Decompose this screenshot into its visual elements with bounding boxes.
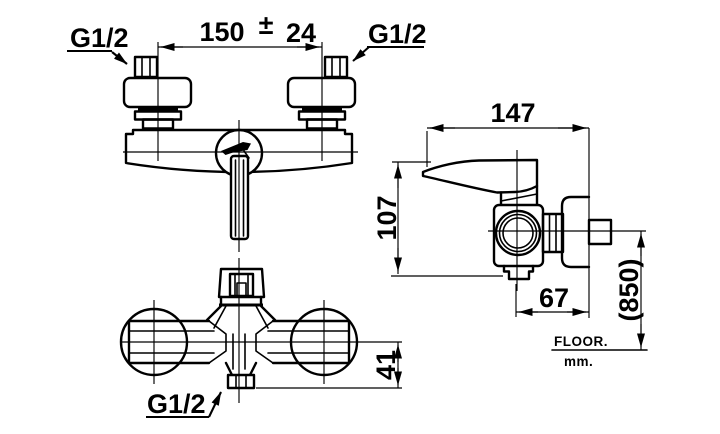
hex-nut-right <box>323 55 349 79</box>
wall-pipe <box>587 218 613 246</box>
cap-notch <box>236 282 247 297</box>
flare-edge-inner <box>255 305 269 329</box>
dimension-depth-147: 147 <box>426 98 589 167</box>
dim-width-sign: ± <box>259 10 274 40</box>
label-outlet: G1/2 <box>146 389 222 419</box>
dimension-outlet-41: 41 <box>256 342 402 389</box>
dim-width-tolerance: 24 <box>286 18 316 48</box>
bottom-view: 41 G1/2 <box>119 258 402 419</box>
dim-height-value: 107 <box>372 195 402 240</box>
bottom-center-lines <box>122 258 402 403</box>
dim-depth-value: 147 <box>490 98 535 128</box>
leader-arrow <box>208 391 222 418</box>
side-center-lines <box>488 128 646 318</box>
front-view: 150 ± 24 G1/2 G1/2 <box>67 10 427 252</box>
g12-label-bottom: G1/2 <box>147 389 206 419</box>
floor-label: FLOOR. <box>554 334 608 349</box>
side-body-outline <box>421 158 613 281</box>
bottom-body-outline <box>119 267 359 390</box>
union-nut-side <box>541 212 565 254</box>
dimension-outlet-67: 67 <box>515 283 589 317</box>
flare-edge <box>259 304 277 322</box>
g12-label-left: G1/2 <box>70 23 129 53</box>
flare-edge <box>205 304 223 322</box>
lever-handle-side <box>421 158 539 194</box>
neck-slant-line <box>500 193 538 202</box>
escutcheon-side <box>560 195 591 269</box>
dim-outlet-height-value: 41 <box>371 350 401 380</box>
side-view: 147 107 67 (850) FLOOR. mm. <box>372 98 648 369</box>
g12-label-right: G1/2 <box>368 19 427 49</box>
outlet-flare <box>224 361 234 377</box>
flare-edge-inner <box>213 305 227 329</box>
dim-outlet-offset-value: 67 <box>539 283 569 313</box>
hex-nut-left <box>133 55 159 79</box>
leader-arrow <box>111 51 128 65</box>
outlet-foot <box>502 264 535 281</box>
leader-arrow <box>352 46 370 62</box>
dim-width-value: 150 <box>199 17 244 47</box>
dimension-height-107: 107 <box>372 161 503 277</box>
cartridge-ring-outer <box>494 209 542 257</box>
cartridge-ring-inner <box>502 217 534 249</box>
cartridge-ring-mid <box>498 213 538 253</box>
label-inlet-left: G1/2 <box>67 23 129 65</box>
front-center-lines <box>123 42 358 252</box>
unit-label: mm. <box>564 354 593 369</box>
outlet-flare <box>248 361 258 377</box>
label-inlet-right: G1/2 <box>352 19 427 62</box>
dim-install-height-value: (850) <box>614 258 644 321</box>
outlet-nut <box>226 373 256 390</box>
dimension-install-height-850: (850) FLOOR. mm. <box>551 231 648 369</box>
dimension-width-150: 150 ± 24 <box>158 10 322 51</box>
